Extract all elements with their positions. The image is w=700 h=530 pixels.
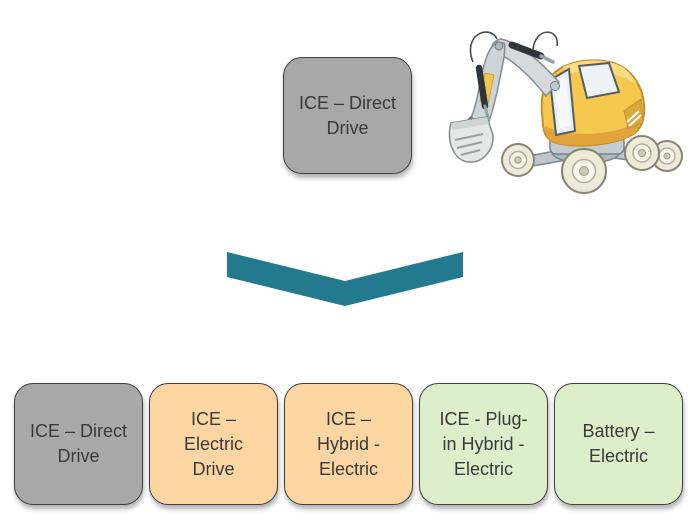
bottom-box-label: ICE – Electric Drive xyxy=(183,408,243,479)
excavator-front-wheel xyxy=(561,148,607,194)
chevron-shape xyxy=(227,252,463,306)
bottom-row: ICE – Direct Drive ICE – Electric Drive … xyxy=(14,383,683,505)
bottom-box-label: ICE - Plug- in Hybrid - Electric xyxy=(439,408,528,479)
down-chevron-arrow xyxy=(227,252,463,306)
bottom-box-battery-electric[interactable]: Battery – Electric xyxy=(554,383,683,505)
top-box-label: ICE – Direct Drive xyxy=(298,92,397,138)
bottom-box-ice-electric-drive[interactable]: ICE – Electric Drive xyxy=(149,383,278,505)
bottom-box-ice-direct-drive[interactable]: ICE – Direct Drive xyxy=(14,383,143,505)
bottom-box-label: Battery – Electric xyxy=(582,421,655,466)
excavator-bucket xyxy=(448,116,494,163)
excavator-illustration xyxy=(448,31,683,194)
excavator-rear-wheels xyxy=(501,135,683,177)
bottom-box-ice-plug-in-hybrid-electric[interactable]: ICE - Plug- in Hybrid - Electric xyxy=(419,383,548,505)
bottom-box-label: ICE – Direct Drive xyxy=(29,421,128,466)
excavator-boom-arm xyxy=(461,31,561,134)
bottom-box-ice-hybrid-electric[interactable]: ICE – Hybrid - Electric xyxy=(284,383,413,505)
bottom-box-label: ICE – Hybrid - Electric xyxy=(316,408,380,479)
top-box-ice-direct-drive[interactable]: ICE – Direct Drive xyxy=(283,57,412,174)
excavator-cab xyxy=(540,59,646,147)
